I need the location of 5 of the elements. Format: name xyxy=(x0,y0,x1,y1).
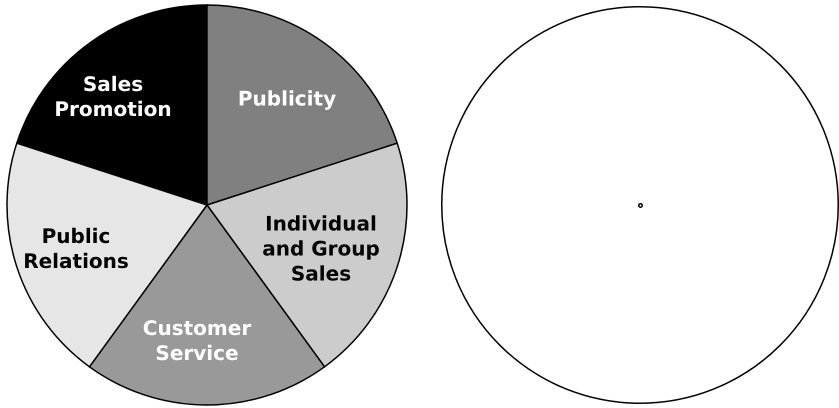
slice-label: Public Relations xyxy=(22,224,130,274)
slice-label: Customer Service xyxy=(142,316,252,366)
slice-label: Publicity xyxy=(236,86,338,112)
slice-label: Sales Promotion xyxy=(53,72,173,122)
slice-label: Individual and Group Sales xyxy=(261,212,381,286)
